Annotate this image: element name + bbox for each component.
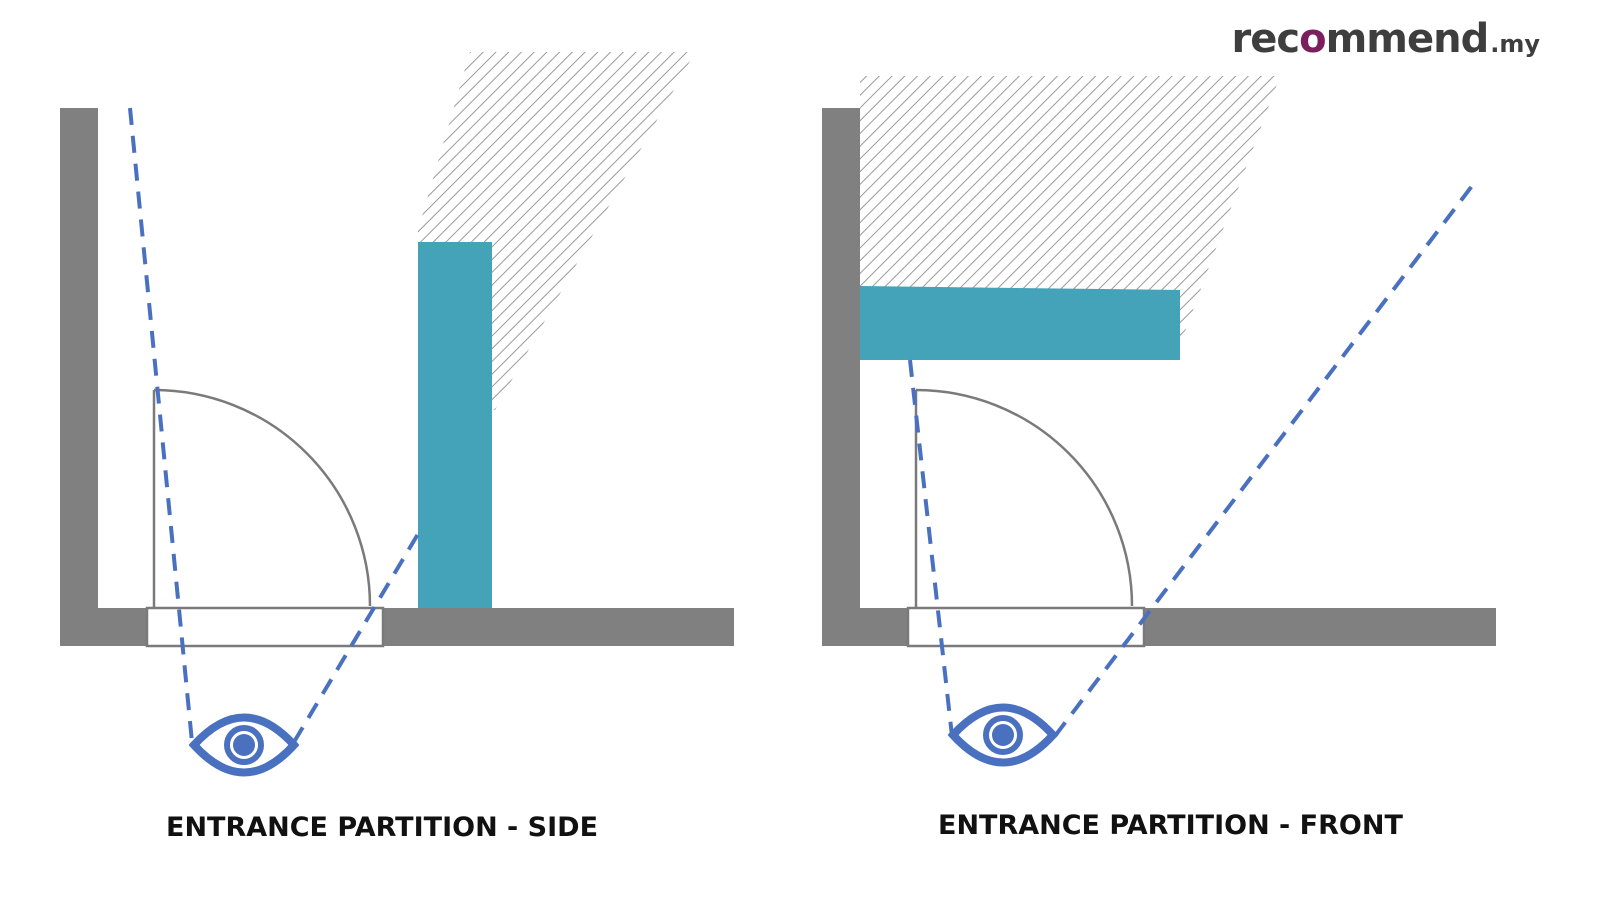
sightlines-front bbox=[908, 180, 1477, 738]
logo-check-mark: o bbox=[1299, 16, 1327, 62]
logo-text-start: rec bbox=[1231, 16, 1301, 62]
wall-vertical-front bbox=[822, 108, 860, 646]
panel-front bbox=[822, 76, 1496, 767]
door-swing-icon bbox=[152, 388, 372, 608]
door-threshold-front bbox=[906, 606, 1146, 648]
brand-logo: rec o mmend .my bbox=[1232, 16, 1540, 62]
hidden-zone-front bbox=[860, 76, 1280, 345]
panel-side bbox=[60, 52, 734, 777]
partition-side bbox=[418, 242, 492, 608]
wall-vertical-side bbox=[60, 108, 98, 646]
eye-icon bbox=[188, 713, 300, 777]
partition-front bbox=[860, 286, 1180, 360]
sightlines-side bbox=[128, 107, 420, 744]
eye-icon bbox=[947, 703, 1059, 767]
door-threshold-side bbox=[145, 606, 385, 648]
door-swing-icon bbox=[914, 388, 1134, 608]
caption-front: ENTRANCE PARTITION - FRONT bbox=[938, 810, 1403, 841]
caption-side: ENTRANCE PARTITION - SIDE bbox=[166, 812, 599, 843]
logo-tld: .my bbox=[1490, 30, 1540, 58]
logo-text-end: mmend bbox=[1325, 16, 1490, 62]
